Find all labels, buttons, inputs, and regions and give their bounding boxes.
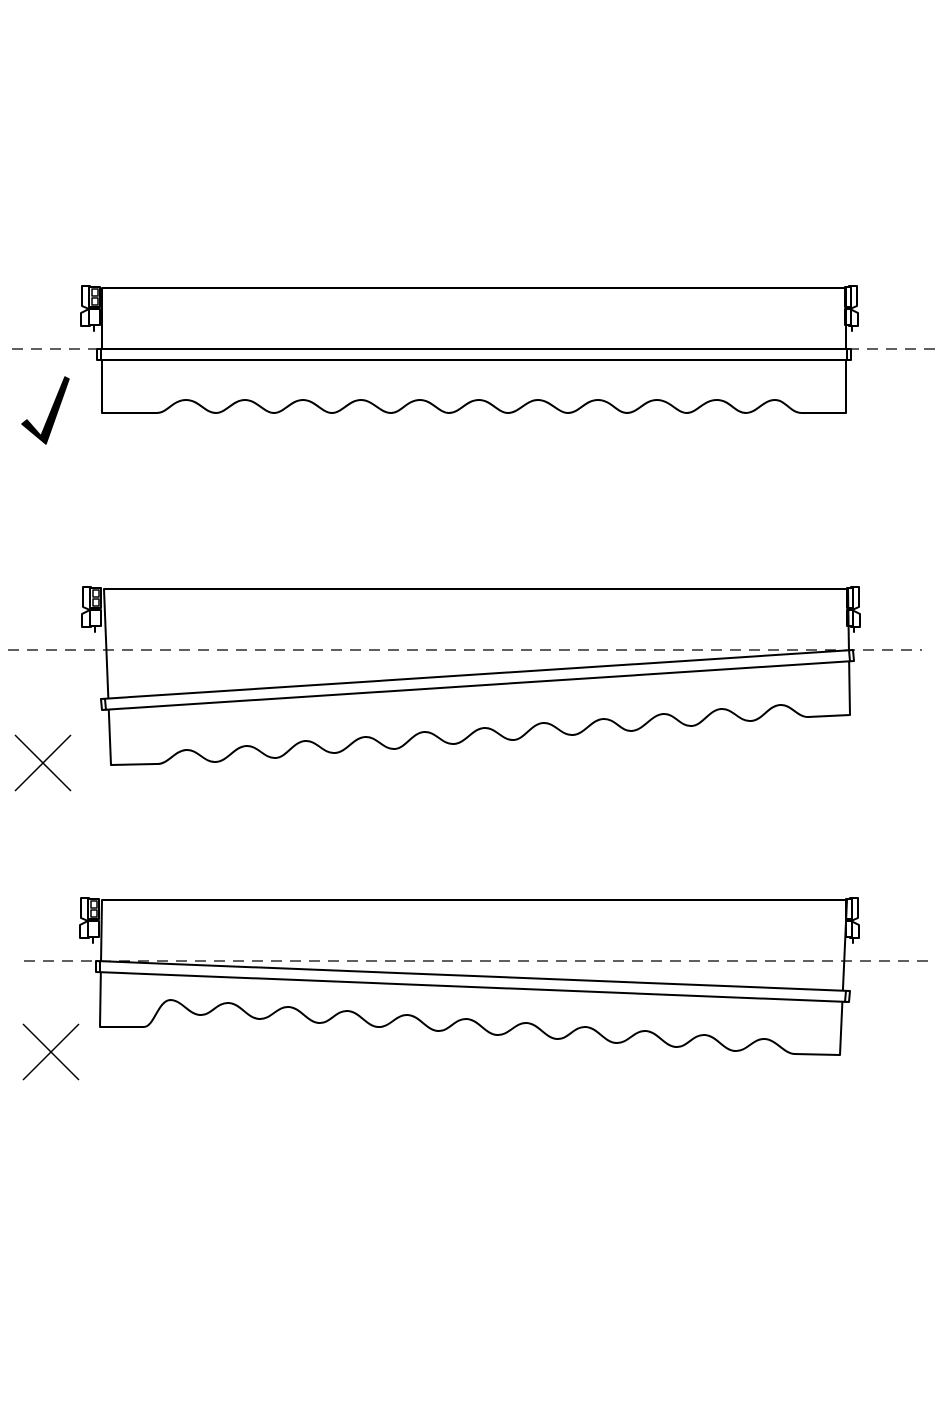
left-bracket-icon (81, 286, 100, 331)
panel-level-bar (12, 286, 940, 444)
left-bracket-icon (80, 898, 99, 943)
cross-mark-icon (15, 735, 71, 791)
panel-bar-low-left (8, 587, 922, 791)
left-bracket-icon (82, 587, 101, 632)
check-mark-icon (22, 377, 69, 444)
bottom-bar (96, 961, 850, 1002)
panel-bar-low-right (23, 898, 936, 1080)
bottom-bar (101, 650, 854, 710)
bottom-bar (97, 349, 851, 360)
cross-mark-icon (23, 1024, 79, 1080)
right-bracket-icon (846, 898, 859, 943)
